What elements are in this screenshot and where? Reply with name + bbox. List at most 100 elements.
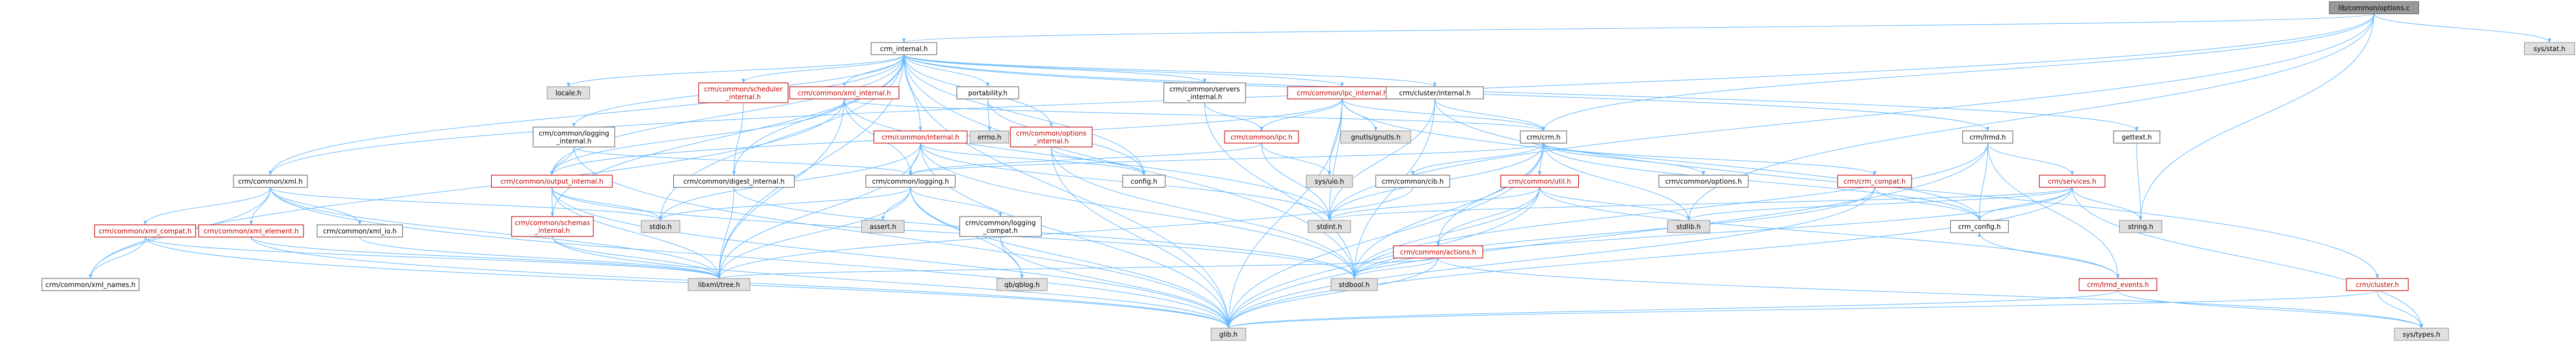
node-label: sys/stat.h bbox=[2534, 45, 2566, 53]
node-label: stdbool.h bbox=[1339, 281, 1370, 289]
node-logging-h[interactable]: crm/common/logging.h bbox=[865, 175, 956, 188]
node-stdint-h: stdint.h bbox=[1307, 220, 1351, 233]
edge-crm-h-to-options-h bbox=[1543, 143, 1706, 176]
node-schemas-internal[interactable]: crm/common/schemas_internal.h bbox=[511, 216, 594, 237]
node-scheduler-internal[interactable]: crm/common/scheduler_internal.h bbox=[698, 82, 789, 103]
node-box bbox=[1386, 86, 1484, 99]
node-label: stdio.h bbox=[650, 223, 672, 231]
node-box bbox=[1962, 130, 2014, 144]
edge-root-to-crm-internal bbox=[902, 13, 2375, 43]
node-label: crm/common/output_internal.h bbox=[501, 178, 603, 186]
edge-ipc-internal-to-crm-h bbox=[1342, 98, 1545, 131]
edge-xml-internal-to-xml-names bbox=[88, 98, 845, 279]
node-label: crm/common/xml_io.h bbox=[323, 228, 396, 235]
node-label: libxml/tree.h bbox=[698, 281, 740, 289]
node-box bbox=[2078, 278, 2158, 291]
edge-ipc-internal-to-stdint-h bbox=[1327, 98, 1343, 221]
node-crm-internal[interactable]: crm_internal.h bbox=[870, 42, 938, 55]
node-gettext[interactable]: gettext.h bbox=[2113, 130, 2160, 144]
node-logging-internal[interactable]: crm/common/logging_internal.h bbox=[533, 127, 615, 148]
node-glib-h: glib.h bbox=[1210, 328, 1247, 341]
node-portability[interactable]: portability.h bbox=[956, 86, 1019, 99]
node-box bbox=[1837, 175, 1912, 188]
node-crm-common-ipc[interactable]: crm/common/ipc.h bbox=[1224, 130, 1299, 144]
node-box bbox=[861, 220, 905, 233]
edge-output-internal-to-libxml-tree bbox=[551, 187, 721, 279]
node-label: crm/common/xml_element.h bbox=[204, 228, 299, 235]
node-box bbox=[233, 175, 308, 188]
node-config-h[interactable]: config.h bbox=[1122, 175, 1166, 188]
node-label: crm/services.h bbox=[2048, 178, 2096, 186]
node-label: crm/lrmd_events.h bbox=[2087, 281, 2149, 289]
edge-root-to-stdlib-h bbox=[1686, 13, 2375, 221]
node-xml-internal[interactable]: crm/common/xml_internal.h bbox=[789, 86, 900, 99]
node-label: sys/types.h bbox=[2403, 331, 2440, 339]
node-label: crm/common/logging bbox=[965, 219, 1036, 227]
node-box bbox=[1163, 82, 1246, 103]
edge-servers-internal-to-stdbool bbox=[1204, 102, 1356, 279]
node-label: crm/crm.h bbox=[1526, 134, 1560, 141]
edge-logging-h-to-stdio-h bbox=[659, 187, 911, 221]
node-box bbox=[996, 278, 1048, 291]
edge-cluster-internal-to-stdbool bbox=[1352, 98, 1435, 279]
node-errno: errno.h bbox=[970, 130, 1009, 144]
node-ipc-internal[interactable]: crm/common/ipc_internal.h bbox=[1287, 86, 1397, 99]
node-box bbox=[2524, 42, 2575, 55]
node-actions-h[interactable]: crm/common/actions.h bbox=[1393, 245, 1483, 259]
node-box bbox=[959, 216, 1042, 237]
node-digest-internal[interactable]: crm/common/digest_internal.h bbox=[673, 175, 795, 188]
edge-logging-internal-to-logging-h bbox=[573, 146, 912, 176]
node-lrmd-events[interactable]: crm/lrmd_events.h bbox=[2078, 278, 2158, 291]
node-box bbox=[673, 175, 795, 188]
edge-crm-internal-to-glib-h bbox=[903, 54, 1231, 329]
edge-cluster-internal-to-stdint-h bbox=[1327, 98, 1435, 221]
edge-crm-h-to-crm-compat bbox=[1543, 143, 1876, 176]
node-crm-h[interactable]: crm/crm.h bbox=[1520, 130, 1567, 144]
node-label: stdlib.h bbox=[1676, 223, 1701, 231]
edge-crm-internal-to-ipc-internal bbox=[903, 54, 1344, 87]
node-options-internal[interactable]: crm/common/options_internal.h bbox=[1010, 127, 1093, 148]
node-util-h[interactable]: crm/common/util.h bbox=[1500, 175, 1579, 188]
node-cib-h[interactable]: crm/common/cib.h bbox=[1375, 175, 1450, 188]
node-common-internal[interactable]: crm/common/internal.h bbox=[873, 130, 968, 144]
node-crm-config[interactable]: crm_config.h bbox=[1950, 220, 2009, 233]
edge-common-xml-to-xml-compat bbox=[143, 187, 271, 225]
node-output-internal[interactable]: crm/common/output_internal.h bbox=[491, 175, 613, 188]
edge-crm-common-ipc-to-logging-h bbox=[909, 143, 1262, 176]
node-label: crm_config.h bbox=[1958, 223, 2000, 231]
node-label: crm/common/logging.h bbox=[872, 178, 949, 186]
edge-xml-internal-to-crm-h bbox=[844, 98, 1545, 131]
node-root[interactable]: lib/common/options.c bbox=[2329, 1, 2419, 14]
node-xml-io[interactable]: crm/common/xml_io.h bbox=[316, 224, 403, 238]
node-logging-compat[interactable]: crm/common/logging_compat.h bbox=[959, 216, 1042, 237]
node-label: config.h bbox=[1131, 178, 1157, 186]
edge-crm-internal-to-portability bbox=[903, 54, 990, 87]
edge-services-h-to-stdint-h bbox=[1328, 187, 2073, 221]
node-label: locale.h bbox=[556, 90, 582, 97]
node-servers-internal[interactable]: crm/common/servers_internal.h bbox=[1163, 82, 1246, 103]
edge-gettext-to-string-h bbox=[2136, 143, 2143, 221]
edge-lrmd-h-to-lrmd-events bbox=[1987, 143, 2120, 279]
node-xml-compat[interactable]: crm/common/xml_compat.h bbox=[94, 224, 196, 238]
node-crm-compat[interactable]: crm/crm_compat.h bbox=[1837, 175, 1912, 188]
node-options-h[interactable]: crm/common/options.h bbox=[1658, 175, 1749, 188]
node-box bbox=[2329, 1, 2419, 14]
node-xml-element[interactable]: crm/common/xml_element.h bbox=[198, 224, 304, 238]
node-services-h[interactable]: crm/services.h bbox=[2039, 175, 2106, 188]
edge-ipc-internal-to-glib-h bbox=[1226, 98, 1343, 329]
edge-actions-h-to-libxml-tree bbox=[717, 257, 1439, 279]
node-lrmd-h[interactable]: crm/lrmd.h bbox=[1962, 130, 2014, 144]
edge-lrmd-h-to-stdbool bbox=[1352, 143, 1988, 279]
node-common-xml[interactable]: crm/common/xml.h bbox=[233, 175, 308, 188]
node-xml-names[interactable]: crm/common/xml_names.h bbox=[41, 278, 140, 291]
node-cluster-h[interactable]: crm/cluster.h bbox=[2346, 278, 2409, 291]
edge-actions-h-to-glib-h bbox=[1226, 257, 1439, 329]
edge-crm-internal-to-gettext bbox=[903, 54, 2138, 131]
node-box bbox=[533, 127, 615, 148]
node-sys-uio: sys/uio.h bbox=[1306, 175, 1353, 188]
node-cluster-internal[interactable]: crm/cluster/internal.h bbox=[1386, 86, 1484, 99]
node-box bbox=[491, 175, 613, 188]
edge-logging-h-to-glib-h bbox=[910, 187, 1231, 329]
node-label: crm/cluster/internal.h bbox=[1399, 90, 1470, 97]
edge-xml-internal-to-output-internal bbox=[550, 98, 845, 176]
